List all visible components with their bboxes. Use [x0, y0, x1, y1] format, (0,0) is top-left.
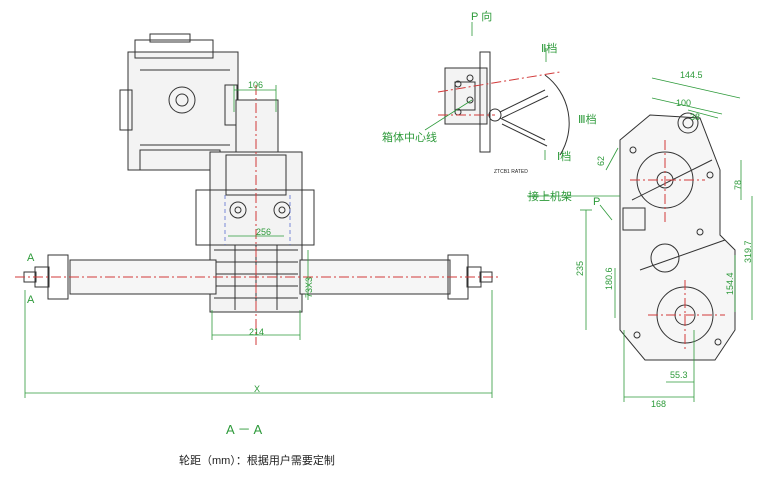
dim-154-4: 154.4 — [725, 272, 735, 295]
gear-3-label: Ⅲ档 — [578, 114, 597, 126]
dim-319-7: 319.7 — [743, 240, 753, 263]
dim-180-6: 180.6 — [604, 267, 614, 290]
footnote: 轮距（mm）：根据用户需要定制 — [179, 455, 335, 467]
dim-55-3: 55.3 — [670, 370, 688, 380]
dim-235: 235 — [575, 260, 585, 276]
p-view-label: P 向 — [471, 11, 493, 23]
box-center-line-label: 箱体中心线 — [382, 132, 437, 144]
plate-text: ZTCB1 RATED — [494, 169, 528, 175]
p-view-detail — [444, 51, 570, 156]
dim-73x3: 73X3 — [304, 276, 314, 298]
p-direction-mark: P — [593, 196, 601, 208]
dim-100: 100 — [676, 98, 692, 108]
dim-38: 38 — [690, 112, 701, 122]
dim-256: 256 — [256, 227, 272, 237]
section-title: A － A — [226, 422, 263, 437]
frame-connect-label: 接上机架 — [528, 191, 572, 203]
section-a-bottom: A — [27, 294, 35, 306]
dimension-lines — [24, 22, 753, 402]
gear-2-label: Ⅱ档 — [541, 43, 558, 55]
dim-x: X — [254, 384, 261, 394]
center-lines — [15, 71, 725, 350]
hidden-lines — [224, 195, 291, 245]
dim-78: 78 — [733, 179, 743, 190]
dim-168: 168 — [651, 399, 667, 409]
dim-144-5: 144.5 — [680, 70, 703, 80]
side-view-gearbox — [619, 112, 736, 361]
section-a-top: A — [27, 252, 35, 264]
gear-1-label: Ⅰ档 — [557, 151, 572, 163]
dim-214: 214 — [249, 327, 265, 337]
motor-assembly — [119, 33, 239, 171]
dim-62: 62 — [596, 155, 606, 166]
dim-106: 106 — [248, 80, 264, 90]
